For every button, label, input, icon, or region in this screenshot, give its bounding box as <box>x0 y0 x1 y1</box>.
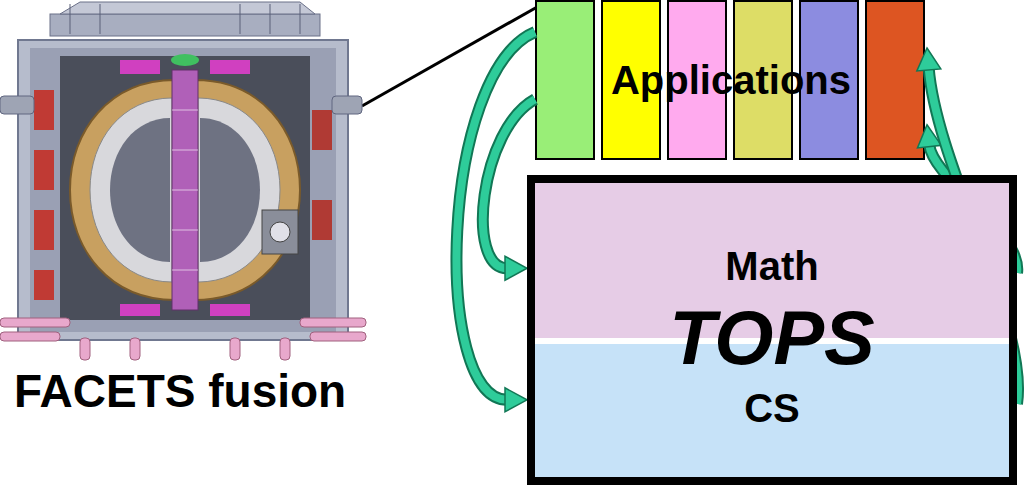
application-band: Applications <box>535 0 927 160</box>
curved-arrow <box>457 32 535 412</box>
caption-label: FACETS fusion <box>14 364 346 419</box>
node-text: Math <box>725 246 818 286</box>
node-text: Applications <box>611 60 851 100</box>
node-text: TOPS <box>535 300 1009 376</box>
node-text: CS <box>744 388 800 428</box>
tops-box: TOPS MathCS <box>527 175 1017 485</box>
